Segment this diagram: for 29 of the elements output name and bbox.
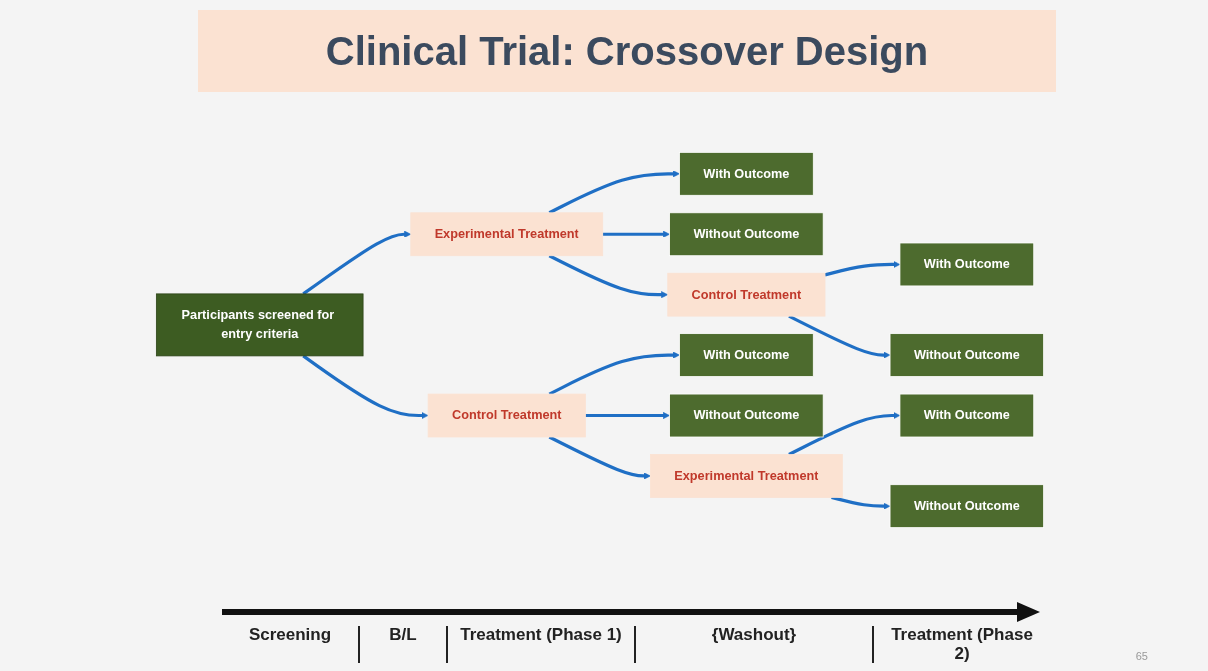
- arrow: [548, 351, 680, 396]
- arrow: [602, 230, 670, 238]
- title-banner: Clinical Trial: Crossover Design: [198, 10, 1056, 92]
- arrow: [831, 495, 891, 510]
- node-box: Without Outcome: [889, 484, 1045, 528]
- timeline-phase: B/L: [358, 626, 446, 664]
- node-box: Without Outcome: [889, 333, 1045, 377]
- arrow: [548, 435, 651, 480]
- node-box: Without Outcome: [669, 393, 824, 438]
- page-number: 65: [1135, 650, 1148, 662]
- node-box: With Outcome: [899, 393, 1035, 438]
- timeline-phase: Screening: [247, 626, 333, 646]
- node-box: Experimental Treatment: [410, 212, 604, 257]
- node-box: Control Treatment: [427, 393, 586, 438]
- arrow: [585, 412, 670, 419]
- node-box: Experimental Treatment: [650, 454, 843, 498]
- node-box: Without Outcome: [669, 212, 824, 257]
- node-box: Control Treatment: [667, 272, 826, 317]
- timeline-phase: {Washout}: [634, 626, 872, 664]
- node-box: With Outcome: [679, 333, 814, 377]
- arrow: [824, 260, 901, 277]
- node-box: With Outcome: [899, 242, 1035, 287]
- timeline-phase: Treatment (Phase 2): [872, 626, 1050, 664]
- node-box: Participants screened for entry criteria: [155, 293, 364, 357]
- timeline-phase: Treatment (Phase 1): [446, 626, 634, 664]
- arrow: [548, 254, 669, 299]
- arrow: [788, 412, 901, 456]
- arrow: [302, 354, 429, 419]
- node-box: With Outcome: [679, 151, 814, 196]
